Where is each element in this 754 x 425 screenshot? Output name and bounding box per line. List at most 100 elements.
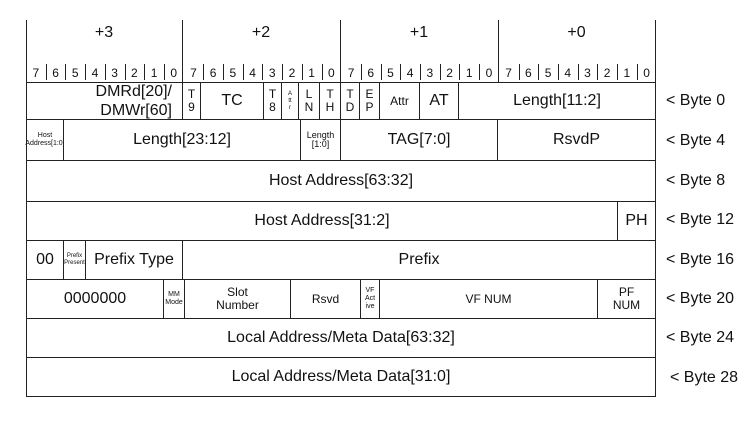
ep-top: E bbox=[365, 87, 374, 101]
at-field: AT bbox=[419, 82, 459, 120]
rsvdp-field: RsvdP bbox=[497, 119, 656, 161]
bit-number: 1 bbox=[623, 66, 631, 80]
bit-number: 3 bbox=[111, 66, 118, 80]
byte-label: < Byte 28 bbox=[670, 369, 739, 386]
bit-tick bbox=[420, 64, 421, 80]
length-small-line1: Length bbox=[306, 130, 335, 140]
bit-number: 1 bbox=[150, 66, 158, 80]
ln-field: L N bbox=[298, 82, 320, 120]
bit-number: 7 bbox=[190, 66, 197, 80]
slot-number-line1: Slot bbox=[227, 285, 248, 299]
vf-active-line3: ive bbox=[365, 303, 375, 310]
bit-tick bbox=[45, 64, 47, 80]
byte-group-label: +0 bbox=[567, 24, 586, 41]
t9-field: T 9 bbox=[182, 82, 201, 120]
dmwr-label: DMWr[60] bbox=[100, 102, 172, 119]
vf-active-line1: VF bbox=[365, 287, 375, 294]
length-23-12-field: Length[23:12] bbox=[63, 119, 301, 161]
pf-num-line2: NUM bbox=[612, 298, 641, 312]
t9-top: T bbox=[187, 87, 196, 101]
t8-bottom: 8 bbox=[269, 100, 276, 114]
header-divider bbox=[498, 20, 499, 82]
bit-number: 6 bbox=[525, 66, 532, 80]
byte-label: < Byte 16 bbox=[666, 251, 735, 268]
byte-group-label: +2 bbox=[251, 24, 271, 41]
tc-field: TC bbox=[200, 82, 264, 120]
bit-number: 3 bbox=[426, 66, 434, 80]
bit-tick bbox=[282, 64, 284, 80]
length-small-line2: [1:0] bbox=[311, 139, 330, 149]
bit-number: 6 bbox=[367, 66, 375, 80]
bit-number: 5 bbox=[387, 66, 394, 80]
bit-tick bbox=[557, 64, 559, 80]
byte-label: < Byte 8 bbox=[666, 172, 726, 189]
mm-mode-field: MM Mode bbox=[163, 279, 185, 319]
t9-bottom: 9 bbox=[188, 100, 195, 114]
ep-field: E P bbox=[359, 82, 380, 120]
bit-tick bbox=[636, 64, 638, 80]
ln-bottom: N bbox=[304, 100, 314, 114]
bit-tick bbox=[301, 64, 303, 80]
bit-tick bbox=[321, 64, 323, 80]
host-address-63-32-field: Host Address[63:32] bbox=[26, 160, 656, 202]
local-address-31-0-field: Local Address/Meta Data[31:0] bbox=[26, 357, 656, 397]
byte-label: < Byte 20 bbox=[666, 290, 735, 307]
ph-field: PH bbox=[617, 201, 656, 241]
bit-tick bbox=[400, 64, 402, 80]
bit-tick bbox=[104, 64, 106, 80]
bit-tick bbox=[380, 64, 382, 80]
t8-field: T 8 bbox=[263, 82, 282, 120]
header-divider bbox=[182, 20, 183, 82]
length-11-2-field: Length[11:2] bbox=[458, 82, 656, 120]
pf-num-line1: PF bbox=[618, 285, 635, 299]
th-top: T bbox=[326, 87, 334, 101]
host-address-small-line1: Host bbox=[37, 132, 53, 139]
th-bottom: H bbox=[325, 100, 335, 114]
td-top: T bbox=[346, 87, 354, 101]
bit-tick bbox=[538, 64, 540, 80]
bit-number: 0 bbox=[643, 66, 650, 80]
bit-tick bbox=[459, 64, 461, 80]
bit-number: 3 bbox=[268, 66, 276, 80]
bit-tick bbox=[223, 64, 224, 80]
bit-tick bbox=[203, 64, 205, 80]
byte-label: < Byte 0 bbox=[666, 92, 726, 109]
bit-number: 5 bbox=[71, 66, 79, 80]
bit-tick bbox=[163, 64, 165, 80]
bit-number: 2 bbox=[131, 66, 138, 80]
bit-tick bbox=[439, 64, 441, 80]
slot-number-line2: Number bbox=[216, 298, 259, 312]
host-address-31-2-field: Host Address[31:2] bbox=[26, 201, 618, 241]
mm-mode-line2: Mode bbox=[165, 299, 183, 306]
bit-tick bbox=[262, 64, 264, 80]
ln-top: L bbox=[305, 87, 313, 101]
byte-group-label: +3 bbox=[94, 24, 114, 41]
bit-number: 0 bbox=[485, 66, 493, 80]
byte-label: < Byte 24 bbox=[666, 329, 735, 346]
byte-label: < Byte 12 bbox=[666, 211, 735, 228]
bit-number: 7 bbox=[347, 66, 355, 80]
bit-number: 6 bbox=[209, 66, 217, 80]
prefix-present-line2: Present bbox=[64, 260, 85, 266]
prefix-present-line1: Prefix bbox=[66, 253, 83, 259]
dmrd-dmwr-field: DMRd[20]/ DMWr[60] bbox=[26, 82, 183, 120]
attr-bit-tt: tt bbox=[288, 97, 292, 104]
header-divider bbox=[26, 20, 27, 82]
bit-number: 0 bbox=[328, 66, 335, 80]
td-bottom: D bbox=[345, 100, 355, 114]
bit-number: 5 bbox=[544, 66, 552, 80]
bit-number: 1 bbox=[465, 66, 473, 80]
attr-bit-field: A tt r bbox=[281, 82, 299, 120]
bit-number: 2 bbox=[288, 66, 296, 80]
bit-tick bbox=[479, 64, 481, 80]
bit-number: 1 bbox=[308, 66, 315, 80]
host-address-1-0-field: Host Address[1:0] bbox=[25, 119, 65, 161]
prefix-field: Prefix bbox=[182, 240, 656, 280]
th-field: T H bbox=[319, 82, 341, 120]
bit-tick bbox=[85, 64, 87, 80]
bit-tick bbox=[124, 64, 126, 80]
bit-tick bbox=[518, 64, 520, 80]
byte-label: < Byte 4 bbox=[666, 132, 726, 149]
prefix-present-field: Prefix Present bbox=[63, 240, 86, 280]
header-divider bbox=[340, 20, 341, 82]
